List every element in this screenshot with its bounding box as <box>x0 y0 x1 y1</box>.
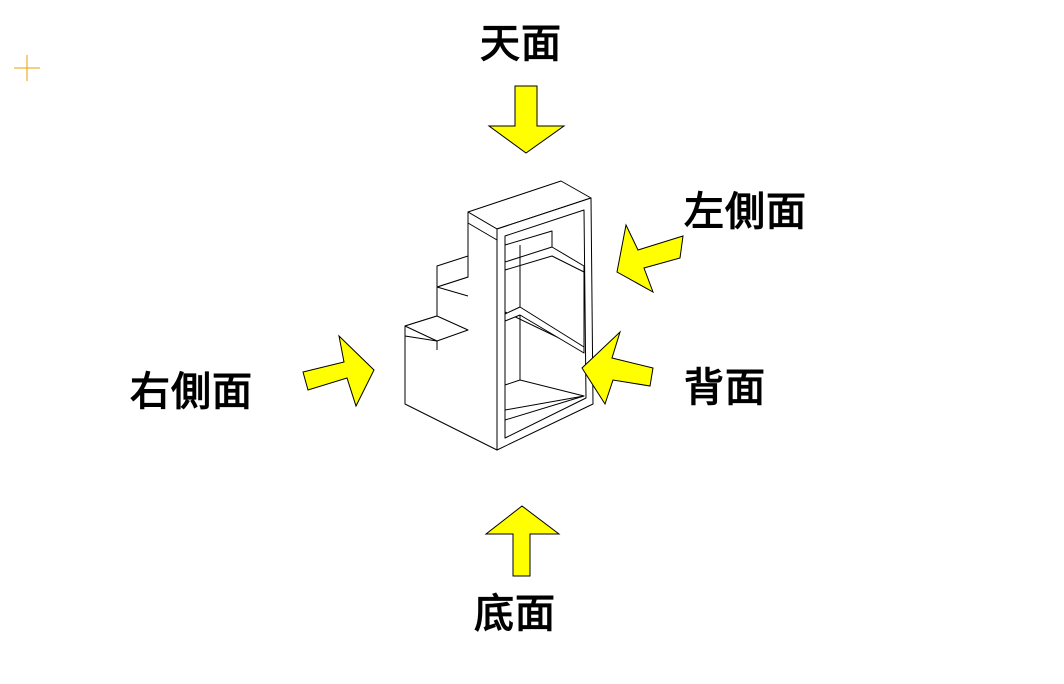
label-bottom-face: 底面 <box>474 591 556 637</box>
shelf-model <box>404 180 594 451</box>
label-back-face: 背面 <box>684 365 766 411</box>
shelf-board-3-line <box>504 395 585 411</box>
label-top-face: 天面 <box>480 21 562 67</box>
arrow-icon-right-side <box>302 334 375 408</box>
arrows <box>302 85 684 577</box>
arrow-icon-back <box>581 330 654 406</box>
arrow-icon-top <box>487 85 566 154</box>
arrow-icon-bottom <box>484 505 561 577</box>
shelf-step-edge-upper <box>436 266 469 297</box>
shelf-step-edge-lower <box>404 326 438 350</box>
label-right-side-face: 右側面 <box>130 369 253 415</box>
label-left-side-face: 左側面 <box>684 189 807 235</box>
crosshair-icon <box>14 55 40 81</box>
arrow-icon-left-side <box>616 223 684 294</box>
shelf-step-top-lower <box>404 315 469 342</box>
shelf-board-1 <box>504 246 585 273</box>
